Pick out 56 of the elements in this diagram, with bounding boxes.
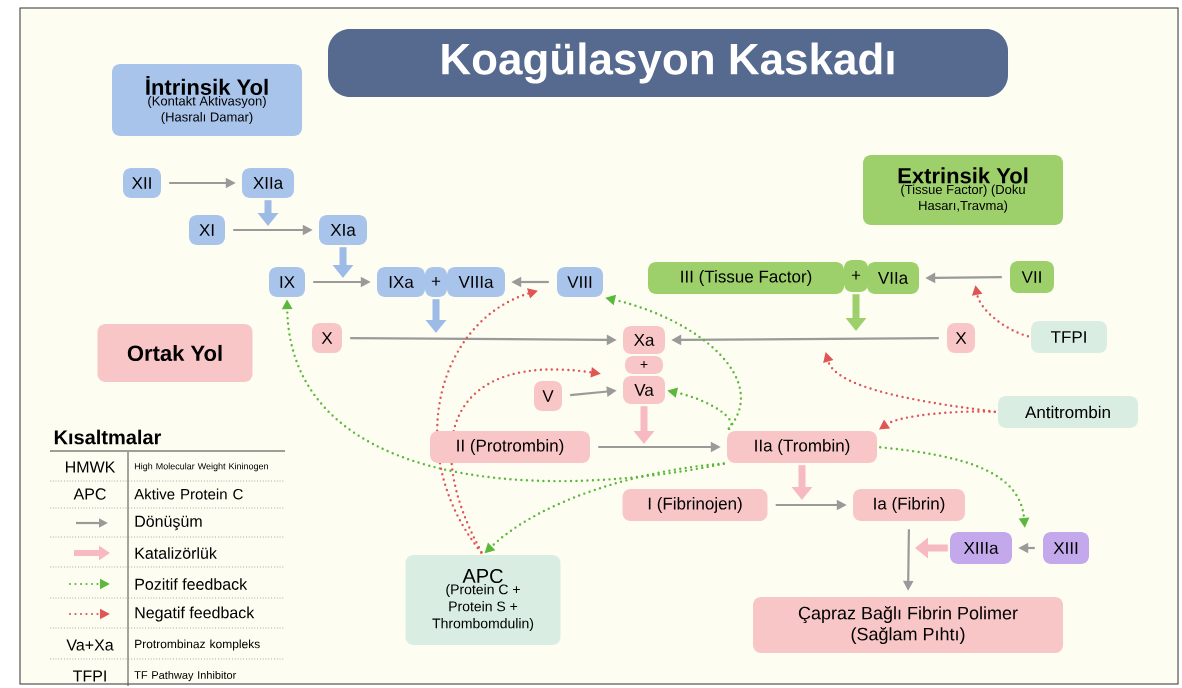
legend-label: Katalizörlük xyxy=(135,547,217,559)
inhibitor-box: TFPI xyxy=(1031,321,1107,353)
factor-box: XII xyxy=(123,168,161,198)
clot-box: Çapraz Bağlı Fibrin Polimer (Sağlam Pıhtı) xyxy=(753,597,1063,653)
factor-box: XIa xyxy=(319,215,367,245)
node-label: Xa xyxy=(633,334,655,346)
factor-box: II (Protrombin) xyxy=(430,431,590,463)
factor-box: Xa xyxy=(623,326,665,354)
node-label: + xyxy=(851,271,861,280)
definition: High Molecular Weight Kininogen xyxy=(134,462,268,472)
definition: Protrombinaz kompleks xyxy=(135,639,260,651)
factor-box: Va xyxy=(623,376,665,404)
factor-box: Ia (Fibrin) xyxy=(853,489,965,521)
node-label: + xyxy=(640,360,648,368)
table-heading: Kısaltmalar xyxy=(54,429,162,445)
abbreviation: Va+Xa xyxy=(66,639,114,651)
plus-box: + xyxy=(425,267,447,297)
factor-box: IX xyxy=(269,267,305,297)
apc-box: APC (Protein C + Protein S + Thrombomdulin) xyxy=(405,555,561,645)
abbreviation: HMWK xyxy=(66,461,116,473)
legend-label: Dönüşüm xyxy=(135,515,202,531)
legend-label: Negatif feedback xyxy=(135,606,255,622)
factor-box: VIIIa xyxy=(447,267,505,297)
factor-box: XI xyxy=(189,215,225,245)
arrow xyxy=(879,410,997,430)
legend-label: Pozitif feedback xyxy=(135,578,248,590)
node-label: IXa xyxy=(389,276,414,288)
abbreviation: APC xyxy=(73,488,106,500)
pathway-box: İntrinsik Yol (Kontakt Aktivasyon) (Hasralı Damar) xyxy=(112,64,302,136)
inhibitor-box: Antitrombin xyxy=(998,396,1138,428)
abbreviation: TFPI xyxy=(73,670,106,682)
factor-box: V xyxy=(534,381,562,411)
factor-box: VIIa xyxy=(867,262,919,294)
factor-box: VIII xyxy=(557,267,603,297)
factor-box: X xyxy=(947,323,975,353)
plus-box: + xyxy=(844,260,868,292)
definition: TF Pathway Inhibitor xyxy=(134,670,237,682)
factor-box: X xyxy=(312,323,342,353)
definition: Aktive Protein C xyxy=(134,488,243,500)
plus-box: + xyxy=(625,356,663,374)
factor-box: I (Fibrinojen) xyxy=(622,489,768,521)
factor-box: IXa xyxy=(377,267,425,297)
node-label: + xyxy=(431,277,441,286)
node-label: VIIa xyxy=(877,272,909,284)
pathway-box: Ortak Yol xyxy=(97,324,253,382)
factor-box: XIIa xyxy=(242,168,294,198)
node-label: VIIIa xyxy=(458,276,494,288)
factor-box: XIII xyxy=(1043,532,1089,564)
factor-box: XIIIa xyxy=(950,532,1012,564)
pathway-box: Extrinsik Yol (Tissue Factor) (Doku Hasarı,Travma) xyxy=(863,155,1063,225)
factor-box: III (Tissue Factor) xyxy=(648,262,844,294)
node-label: Va xyxy=(634,384,654,396)
title-banner: Koagülasyon Kaskadı xyxy=(328,29,1008,97)
factor-box: IIa (Trombin) xyxy=(727,431,877,463)
node-label: III (Tissue Factor) xyxy=(681,270,812,286)
factor-box: VII xyxy=(1010,261,1054,293)
